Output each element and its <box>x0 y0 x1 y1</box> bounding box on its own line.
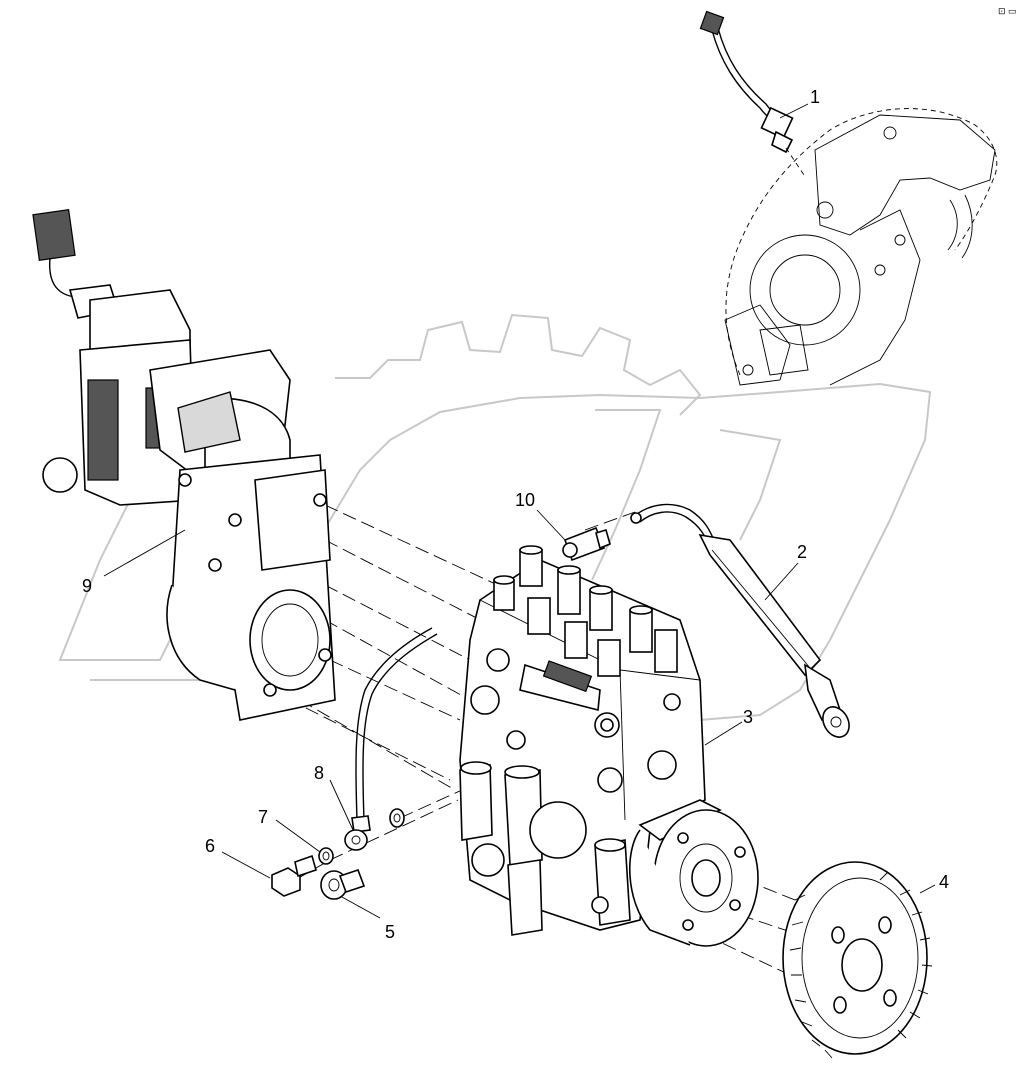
fitting-part <box>562 526 611 562</box>
callout-8: 8 <box>314 763 324 783</box>
banjo-fitting-part <box>320 868 366 900</box>
gear-part <box>782 861 933 1059</box>
callout-9: 9 <box>82 576 92 596</box>
hose-part <box>630 503 850 738</box>
callout-3: 3 <box>743 707 753 727</box>
corner-code: ⊡ ▭ <box>998 6 1017 16</box>
callout-2: 2 <box>797 542 807 562</box>
washer-part <box>318 808 405 865</box>
engine-housing-outline <box>724 108 998 386</box>
delivery-valves <box>493 545 678 677</box>
bolt-part <box>271 854 317 897</box>
drive-flange <box>628 799 759 947</box>
callout-labels: 1 2 3 4 5 6 7 8 9 10 <box>82 87 949 942</box>
pipe-part <box>344 627 438 851</box>
injection-pump-part <box>459 545 706 936</box>
callout-10: 10 <box>515 490 535 510</box>
callout-7: 7 <box>258 807 268 827</box>
callout-5: 5 <box>385 922 395 942</box>
callout-1: 1 <box>810 87 820 107</box>
governor-actuator-part <box>32 209 336 721</box>
callout-4: 4 <box>939 872 949 892</box>
sensor-cable-part <box>699 10 807 179</box>
callout-6: 6 <box>205 836 215 856</box>
leader-lines <box>103 103 936 919</box>
